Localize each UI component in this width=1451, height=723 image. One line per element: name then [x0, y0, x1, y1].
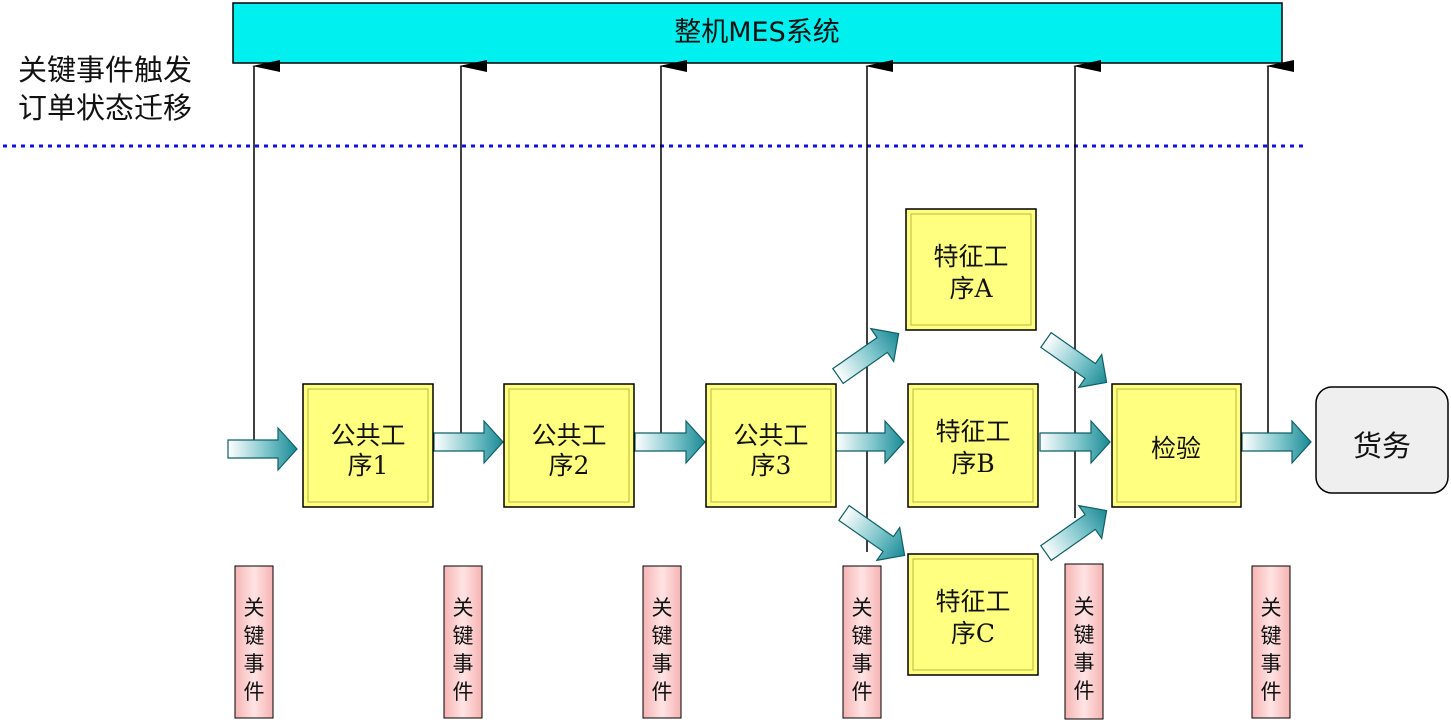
- key-event-tag-4: 关 键 事 件: [842, 565, 882, 719]
- flow-arrow-p1-p2: [433, 419, 504, 465]
- process-box-2: 公共工 序2: [503, 383, 635, 508]
- process-c-line1: 特征工: [935, 587, 1010, 616]
- key-event-2-c4: 件: [453, 680, 474, 704]
- process-2-line1: 公共工: [531, 421, 606, 450]
- key-event-4-c1: 关: [852, 596, 873, 620]
- side-note-line2: 订单状态迁移: [18, 91, 192, 125]
- flow-arrow-pb-inspect: [1039, 419, 1111, 465]
- flow-arrows: [227, 419, 1312, 472]
- goods-box: 货务: [1315, 386, 1449, 494]
- key-event-4-c4: 件: [852, 680, 873, 704]
- process-1-line1: 公共工: [330, 421, 405, 450]
- key-event-tag-1: 关 键 事 件: [234, 565, 274, 719]
- key-event-3-c3: 事: [652, 652, 673, 676]
- process-box-1: 公共工 序1: [302, 383, 434, 508]
- process-2-line2: 序2: [549, 451, 590, 480]
- process-c-line2: 序C: [951, 619, 995, 648]
- inspection-box: 检验: [1111, 383, 1242, 508]
- key-event-5-c2: 键: [1074, 623, 1095, 647]
- key-event-2-c2: 键: [453, 624, 474, 648]
- key-event-6-c2: 键: [1261, 624, 1282, 648]
- key-event-tag-5: 关 键 事 件: [1064, 563, 1104, 720]
- process-a-line2: 序A: [949, 274, 993, 303]
- key-event-2-c1: 关: [453, 596, 474, 620]
- key-event-tag-3: 关 键 事 件: [642, 565, 682, 719]
- key-event-3-c4: 件: [652, 680, 673, 704]
- flow-arrow-pa-inspect: [1040, 331, 1108, 389]
- flow-arrow-p2-p3: [634, 419, 706, 465]
- key-event-6-c3: 事: [1261, 652, 1282, 676]
- key-event-1-c4: 件: [244, 680, 265, 704]
- key-event-1-c1: 关: [244, 596, 265, 620]
- flow-arrow-p3-pc: [838, 504, 906, 562]
- key-event-3-c2: 键: [652, 624, 673, 648]
- key-event-5-c1: 关: [1074, 595, 1095, 619]
- process-b-line2: 序B: [951, 449, 994, 478]
- key-event-1-c3: 事: [244, 652, 265, 676]
- mes-system-box: 整机MES系统: [232, 2, 1283, 64]
- mes-system-label: 整机MES系统: [674, 17, 840, 48]
- flow-arrow-p3-pb: [835, 419, 905, 465]
- process-box-a: 特征工 序A: [905, 208, 1037, 331]
- goods-label: 货务: [1353, 429, 1411, 463]
- process-3-line2: 序3: [751, 451, 792, 480]
- key-event-6-c1: 关: [1261, 596, 1282, 620]
- process-box-c: 特征工 序C: [907, 553, 1039, 676]
- process-3-line1: 公共工: [733, 421, 808, 450]
- key-event-1-c2: 键: [244, 624, 265, 648]
- side-note-line1: 关键事件触发: [18, 53, 192, 87]
- process-box-b: 特征工 序B: [907, 383, 1039, 508]
- flow-arrow-inspect-goods: [1241, 419, 1312, 465]
- key-event-tag-6: 关 键 事 件: [1251, 565, 1291, 719]
- key-event-4-c2: 键: [852, 624, 873, 648]
- key-event-2-c3: 事: [453, 652, 474, 676]
- process-box-3: 公共工 序3: [705, 383, 837, 508]
- process-a-line1: 特征工: [933, 242, 1008, 271]
- flow-arrow-pc-inspect: [1040, 504, 1108, 562]
- process-1-line2: 序1: [348, 451, 389, 480]
- key-event-5-c4: 件: [1074, 679, 1095, 703]
- key-event-5-c3: 事: [1074, 651, 1095, 675]
- key-event-3-c1: 关: [652, 596, 673, 620]
- key-event-tag-2: 关 键 事 件: [443, 565, 483, 719]
- key-event-6-c4: 件: [1261, 680, 1282, 704]
- flow-arrow-p3-pa: [832, 327, 900, 385]
- event-trigger-arrows: [252, 60, 1294, 552]
- diagonal-flow-arrows: [832, 327, 1108, 562]
- flow-arrow-in: [227, 426, 298, 472]
- key-event-4-c3: 事: [852, 652, 873, 676]
- process-b-line1: 特征工: [935, 417, 1010, 446]
- inspection-label: 检验: [1151, 434, 1201, 463]
